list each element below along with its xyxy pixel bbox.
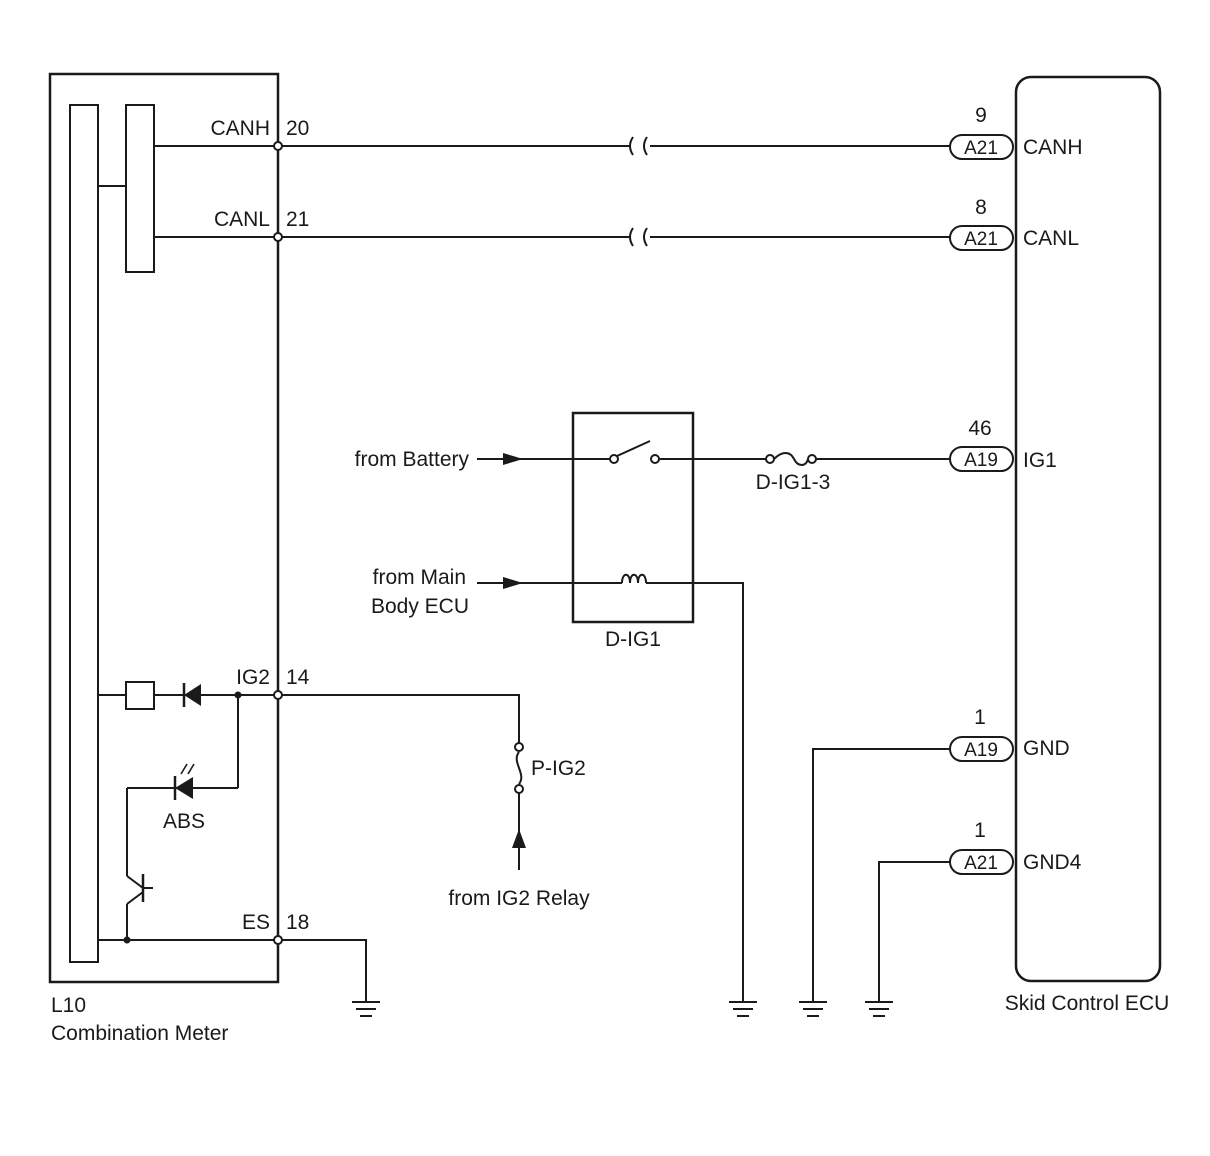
relay-coil-icon: [621, 573, 647, 584]
meter-pin-21-terminal: [273, 232, 283, 242]
meter-external-wiring: P-IG2 from IG2 Relay: [273, 136, 950, 1017]
combination-meter-code: L10: [51, 994, 86, 1017]
meter-pin-20-terminal: [273, 141, 283, 151]
p-ig2-fuse-terminal-top: [514, 742, 524, 752]
main-body-ecu-arrow-icon: [503, 577, 523, 589]
ecu-gnd-name: GND: [1023, 737, 1070, 760]
d-ig1-3-fuse-icon: [773, 452, 809, 466]
canl-wire-break-icon: [629, 227, 648, 247]
gnd-wire: [812, 748, 950, 1002]
gnd-ground-icon: [799, 1001, 827, 1017]
combination-meter: ABS CANH 20 CANL 21 IG2 14 ES 18 L10 Com…: [48, 72, 310, 1045]
meter-pin-18-terminal: [273, 935, 283, 945]
ig2-relay-source-label: from IG2 Relay: [448, 887, 590, 910]
pin-ig2-name: IG2: [236, 666, 270, 689]
meter-pin-14-terminal: [273, 690, 283, 700]
d-ig1-3-fuse-label: D-IG1-3: [756, 471, 831, 494]
ecu-gnd-number: 1: [974, 706, 986, 729]
pin-canl-name: CANL: [214, 208, 270, 231]
ecu-ig1-name: IG1: [1023, 449, 1057, 472]
ig2-relay-arrow-icon: [512, 829, 526, 848]
relay-coil-ground-wire: [646, 582, 744, 1002]
pin-es-name: ES: [242, 911, 270, 934]
ecu-canl-number: 8: [975, 196, 987, 219]
can-transceiver-block: [125, 104, 155, 273]
pin-canh-name: CANH: [210, 117, 270, 140]
abs-label: ABS: [163, 810, 205, 833]
abs-warning-led-icon: [173, 763, 195, 800]
pin-ig2-number: 14: [286, 666, 310, 689]
d-ig1-3-fuse-terminal-right: [807, 454, 817, 464]
ecu-gnd4-name: GND4: [1023, 851, 1082, 874]
ig2-diode-icon: [182, 683, 201, 707]
skid-control-ecu-outline: [1014, 75, 1162, 983]
ig2-wire: [278, 694, 520, 746]
ecu-ground-wiring: [799, 748, 950, 1017]
d-ig1-relay-label: D-IG1: [605, 628, 661, 651]
pin-canl-number: 21: [286, 208, 309, 231]
skid-control-ecu-name: Skid Control ECU: [1005, 992, 1170, 1015]
transistor-icon: [126, 874, 153, 905]
es-ground-wire: [278, 939, 367, 1002]
canh-wire-break-icon: [629, 136, 648, 156]
d-ig1-relay: D-IG1 from Battery D-IG1-3 from Main Bod…: [355, 411, 950, 1017]
relay-switch-terminal-1: [609, 454, 619, 464]
battery-source-label: from Battery: [355, 448, 470, 471]
connector-a19-ig1-label: A19: [964, 450, 998, 471]
battery-arrow-icon: [503, 453, 523, 465]
ecu-ig1-number: 46: [968, 417, 991, 440]
relay-switch-terminal-2: [650, 454, 660, 464]
pin-canh-number: 20: [286, 117, 309, 140]
main-body-ecu-source-label-line1: from Main: [373, 566, 466, 589]
d-ig1-3-fuse-terminal-left: [765, 454, 775, 464]
p-ig2-fuse-terminal-bottom: [514, 784, 524, 794]
d-ig1-relay-outline: [571, 411, 695, 624]
ecu-canh-name: CANH: [1023, 136, 1083, 159]
gnd4-wire: [878, 861, 950, 1002]
power-circuit-block: [125, 681, 155, 710]
p-ig2-fuse-label: P-IG2: [531, 757, 586, 780]
meter-internal-bus: [69, 104, 99, 963]
skid-control-ecu: Skid Control ECU A21 9 CANH A21 8 CANL A…: [949, 75, 1170, 1015]
connector-a19-gnd-label: A19: [964, 740, 998, 761]
connector-a21-gnd4-label: A21: [964, 853, 998, 874]
pin-es-number: 18: [286, 911, 309, 934]
main-body-ecu-source-label-line2: Body ECU: [371, 595, 469, 618]
meter-ground-icon: [352, 1001, 380, 1017]
ecu-gnd4-number: 1: [974, 819, 986, 842]
p-ig2-fuse-icon: [515, 751, 523, 785]
relay-ground-icon: [729, 1001, 757, 1017]
connector-a21-canl-label: A21: [964, 229, 998, 250]
gnd4-ground-icon: [865, 1001, 893, 1017]
ecu-canh-number: 9: [975, 104, 987, 127]
ecu-canl-name: CANL: [1023, 227, 1079, 250]
combination-meter-name: Combination Meter: [51, 1022, 228, 1045]
relay-switch-contact-icon: [616, 440, 651, 457]
connector-a21-canh-label: A21: [964, 138, 998, 159]
